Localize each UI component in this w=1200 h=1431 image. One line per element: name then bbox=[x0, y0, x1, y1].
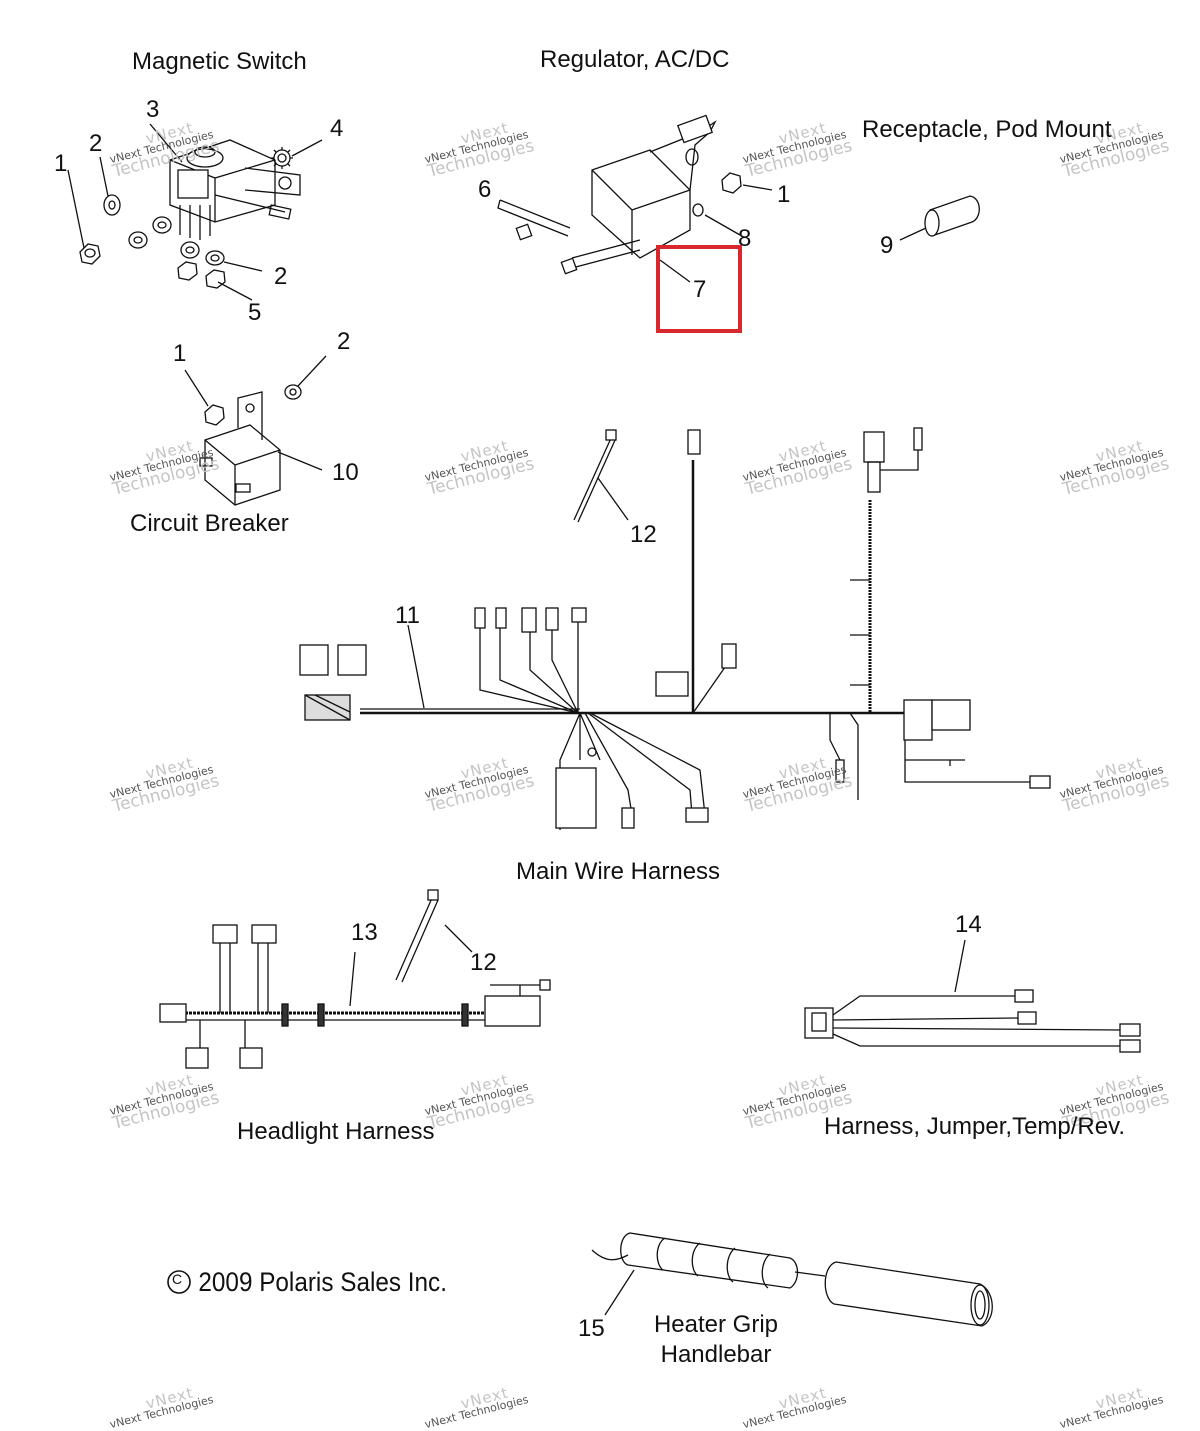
label-heater-grip-line1: Heater Grip bbox=[653, 1311, 779, 1338]
headlight-harness-drawing bbox=[159, 889, 551, 1069]
callout-6: 6 bbox=[478, 176, 492, 203]
callout-2: 2 bbox=[337, 328, 351, 355]
callout-12: 12 bbox=[470, 949, 497, 976]
heater-grip-drawing bbox=[591, 1232, 993, 1327]
callout-1: 1 bbox=[173, 340, 187, 367]
callout-14: 14 bbox=[955, 911, 982, 938]
callout-1: 1 bbox=[777, 181, 791, 208]
callout-2: 2 bbox=[274, 263, 288, 290]
label-heater-grip-line2: Handlebar bbox=[660, 1341, 772, 1368]
copyright-symbol: C bbox=[172, 1271, 183, 1287]
highlight-box bbox=[656, 245, 742, 333]
receptacle-drawing bbox=[899, 195, 980, 241]
label-regulator: Regulator, AC/DC bbox=[540, 46, 730, 73]
callout-10: 10 bbox=[332, 459, 359, 486]
callout-15: 15 bbox=[578, 1315, 605, 1342]
label-magnetic-switch: Magnetic Switch bbox=[132, 48, 307, 75]
callout-4: 4 bbox=[330, 115, 344, 142]
copyright-text: 2009 Polaris Sales Inc. bbox=[198, 1267, 447, 1297]
label-main-wire-harness: Main Wire Harness bbox=[516, 858, 721, 885]
label-circuit-breaker: Circuit Breaker bbox=[130, 510, 289, 537]
callout-12: 12 bbox=[630, 521, 657, 548]
regulator-drawing bbox=[497, 114, 773, 283]
callout-3: 3 bbox=[146, 96, 160, 123]
callout-11: 11 bbox=[395, 602, 420, 629]
callout-9: 9 bbox=[880, 232, 894, 259]
callout-8: 8 bbox=[738, 225, 752, 252]
callout-5: 5 bbox=[248, 299, 262, 326]
magnetic-switch-drawing bbox=[67, 123, 323, 301]
label-receptacle: Receptacle, Pod Mount bbox=[862, 116, 1112, 143]
callout-7: 7 bbox=[693, 276, 707, 303]
callout-1: 1 bbox=[54, 150, 68, 177]
callout-13: 13 bbox=[351, 919, 378, 946]
callout-2: 2 bbox=[89, 130, 103, 157]
label-headlight-harness: Headlight Harness bbox=[237, 1118, 435, 1145]
hex-nut-1 bbox=[79, 243, 101, 265]
jumper-harness-drawing bbox=[804, 939, 1141, 1053]
copyright-circle bbox=[167, 1270, 191, 1294]
label-jumper-harness: Harness, Jumper,Temp/Rev. bbox=[824, 1113, 1125, 1140]
main-wire-harness-drawing bbox=[299, 427, 1051, 830]
label-heater-grip: Heater Grip Handlebar bbox=[646, 1310, 786, 1370]
circuit-breaker-drawing bbox=[184, 355, 327, 506]
